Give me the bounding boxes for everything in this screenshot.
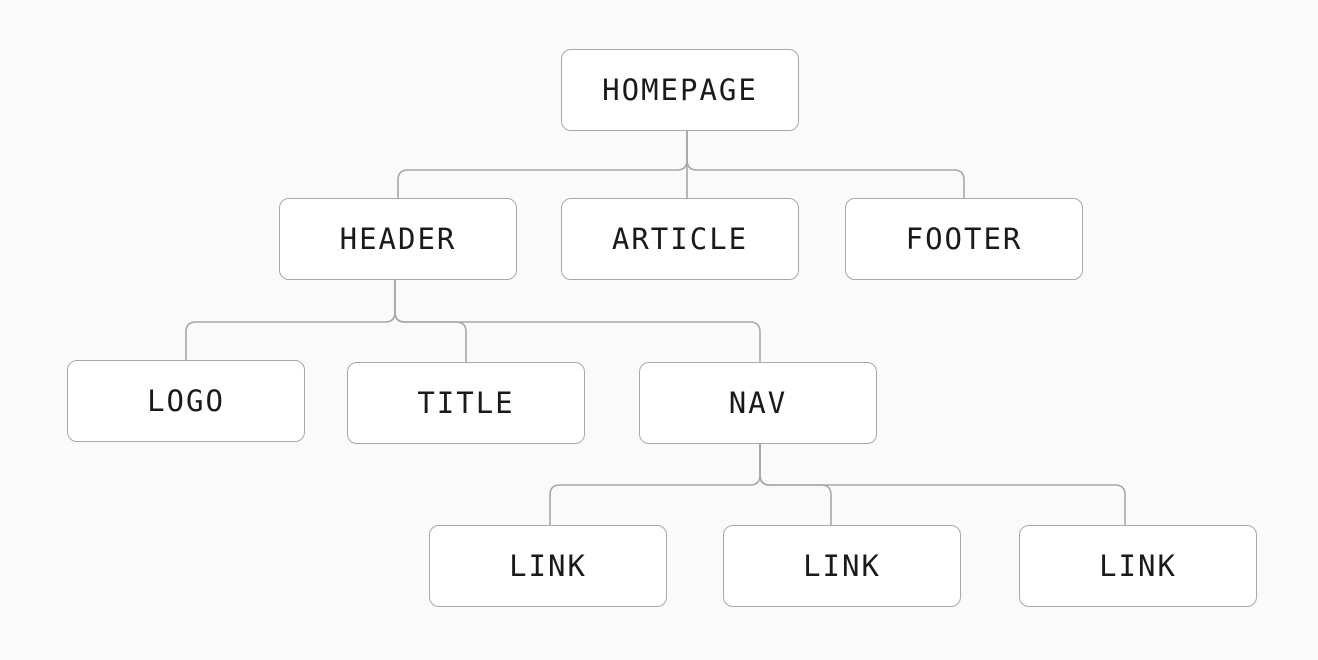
edge-header-logo — [185, 279, 396, 361]
node-nav: NAV — [639, 362, 877, 444]
node-link-2: LINK — [723, 525, 961, 607]
node-title: TITLE — [347, 362, 585, 444]
node-link-1: LINK — [429, 525, 667, 607]
edge-nav-link-3 — [759, 443, 1126, 526]
edge-homepage-header — [397, 130, 688, 199]
edge-nav-link-1 — [549, 443, 761, 526]
node-header: HEADER — [279, 198, 517, 280]
node-article: ARTICLE — [561, 198, 799, 280]
node-footer: FOOTER — [845, 198, 1083, 280]
edge-homepage-footer — [686, 130, 965, 199]
node-link-3: LINK — [1019, 525, 1257, 607]
edge-header-title — [394, 279, 467, 363]
edge-header-nav — [394, 279, 761, 363]
node-homepage: HOMEPAGE — [561, 49, 799, 131]
node-logo: LOGO — [67, 360, 305, 442]
